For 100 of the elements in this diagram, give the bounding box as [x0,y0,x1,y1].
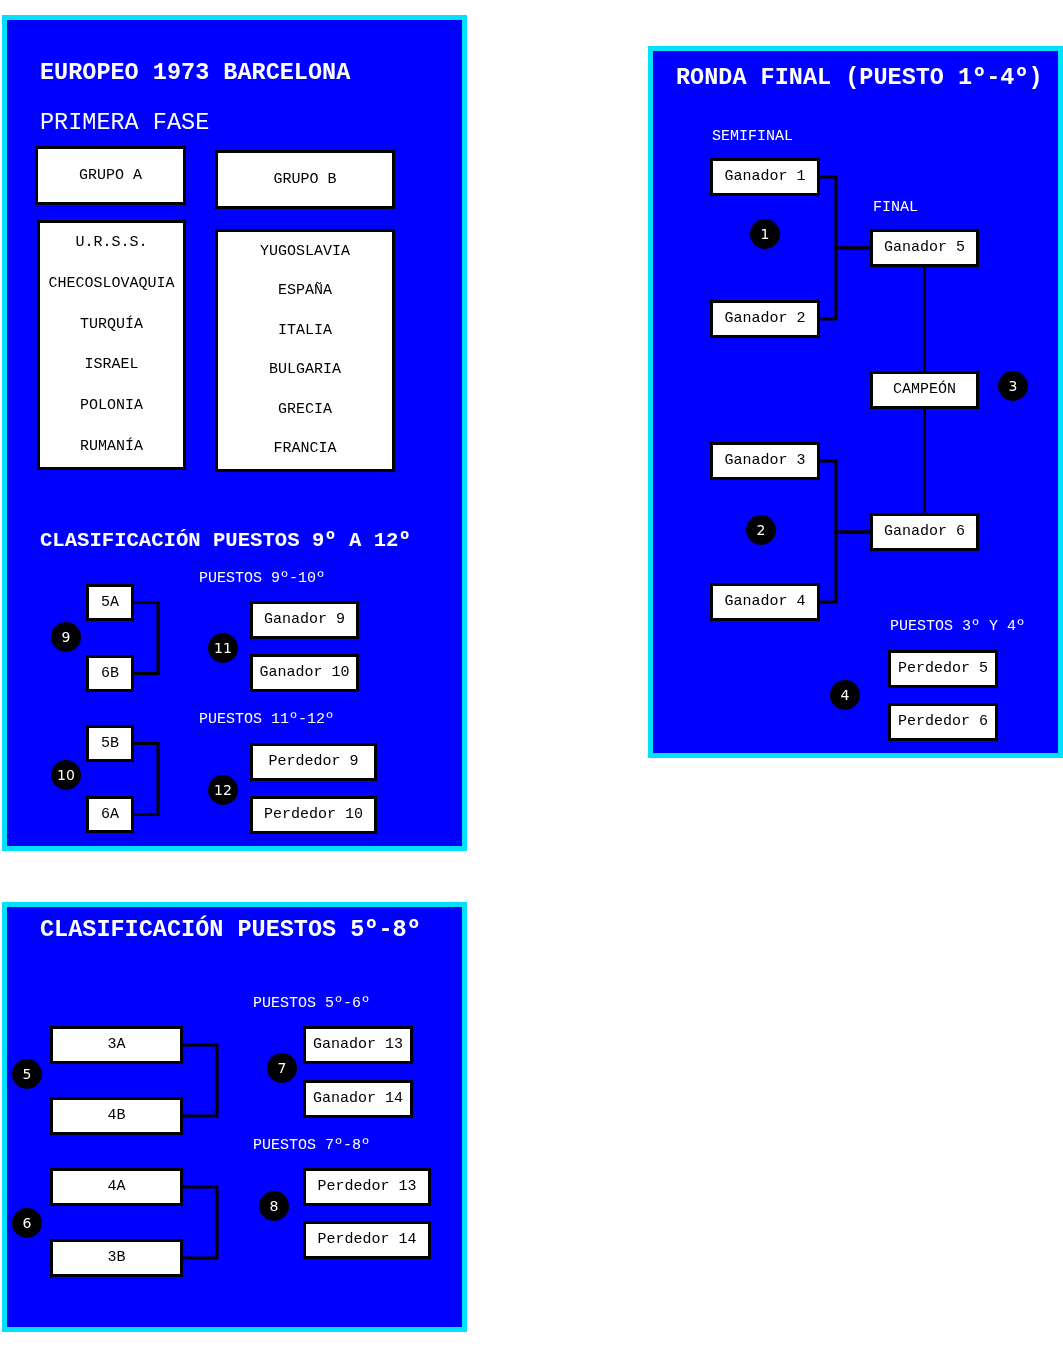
match-slot [303,1221,431,1259]
bracket-line [183,1043,219,1118]
slot-label: 5B [101,734,119,753]
bracket-panel [2,15,467,851]
match-slot [86,725,134,762]
slot-label: Ganador 6 [884,523,965,541]
match-slot [710,583,820,621]
match-number: 10 [51,760,81,790]
match-slot [870,371,979,409]
match-slot [870,513,979,551]
section-heading: CLASIFICACIÓN PUESTOS 9º A 12º [40,528,411,554]
slot-label: 3B [107,1249,126,1267]
team-name: U.R.S.S. [75,234,148,253]
team-name: RUMANÍA [80,437,143,456]
slot-label: 6B [101,664,119,683]
group-name: GRUPO A [79,166,142,185]
slot-label: CAMPEÓN [893,381,956,399]
round-label: SEMIFINAL [712,128,793,146]
slot-label: Ganador 2 [724,310,806,328]
slot-label: Perdedor 14 [317,1231,417,1249]
team-name: GRECIA [278,400,332,419]
team-name: ISRAEL [84,356,139,375]
match-slot [303,1080,413,1118]
match-number: 3 [998,371,1028,401]
slot-label: Ganador 4 [724,593,806,611]
team-name: FRANCIA [273,440,337,459]
slot-label: Perdedor 13 [317,1178,417,1196]
slot-label: 3A [107,1036,126,1054]
match-number: 8 [259,1191,289,1221]
match-slot [888,703,998,741]
round-label: PUESTOS 5º-6º [253,995,371,1013]
match-number: 2 [746,515,776,545]
match-slot [50,1168,183,1206]
match-slot [86,796,134,833]
group-card [215,150,395,209]
bracket-panel [2,902,467,1332]
team-name: CHECOSLOVAQUIA [48,275,175,293]
match-slot [710,442,820,480]
match-slot [303,1168,431,1206]
slot-label: Ganador 9 [264,611,345,629]
panel-title: CLASIFICACIÓN PUESTOS 5º-8º [40,915,421,945]
match-slot [870,229,979,267]
slot-label: Ganador 5 [884,239,965,257]
round-label: FINAL [873,199,918,217]
panel-title: RONDA FINAL (PUESTO 1º-4º) [676,63,1043,93]
team-name: BULGARIA [269,361,341,380]
bracket-line [923,267,926,371]
bracket-line [134,742,160,816]
bracket-line [820,246,870,321]
match-slot [250,743,377,781]
match-slot [50,1097,183,1135]
match-number: 6 [12,1208,42,1238]
group-name: GRUPO B [273,170,337,189]
match-slot [86,655,134,692]
match-number: 1 [750,219,780,249]
match-slot [250,654,359,692]
slot-label: 6A [101,805,119,824]
round-label: PUESTOS 3º Y 4º [890,618,1026,636]
bracket-line [820,530,870,604]
match-slot [50,1239,183,1277]
round-label: PUESTOS 9º-10º [199,570,326,588]
slot-label: Perdedor 5 [898,660,988,678]
match-slot [250,796,377,834]
team-name: YUGOSLAVIA [260,242,350,261]
slot-label: Ganador 14 [313,1090,403,1108]
panel-title: EUROPEO 1973 BARCELONA [40,58,351,88]
slot-label: Ganador 13 [313,1036,403,1054]
bracket-line [183,1185,219,1260]
match-number: 12 [208,775,238,805]
bracket-panel [648,46,1063,758]
round-label: PUESTOS 11º-12º [199,711,335,729]
round-label: PUESTOS 7º-8º [253,1137,371,1155]
slot-label: Ganador 10 [259,664,350,682]
slot-label: Ganador 3 [724,452,806,470]
phase-heading: PRIMERA FASE [40,108,210,138]
slot-label: 5A [101,593,119,612]
match-number: 4 [830,680,860,710]
team-name: POLONIA [80,396,143,415]
match-slot [710,158,820,196]
match-slot [303,1026,413,1064]
bracket-line [134,601,160,675]
match-slot [710,300,820,338]
match-slot [888,650,998,688]
slot-label: Perdedor 6 [898,713,988,731]
match-slot [250,601,359,639]
match-slot [50,1026,183,1064]
match-slot [86,584,134,621]
slot-label: Perdedor 10 [264,806,363,824]
match-number: 5 [12,1059,42,1089]
group-card [35,146,186,205]
team-list-card [37,220,186,470]
match-number: 7 [267,1053,297,1083]
match-number: 11 [208,633,238,663]
match-number: 9 [51,622,81,652]
slot-label: 4B [107,1107,126,1125]
slot-label: 4A [107,1178,126,1196]
slot-label: Ganador 1 [724,168,806,186]
team-name: ESPAÑA [278,282,332,301]
team-name: ITALIA [278,321,332,340]
slot-label: Perdedor 9 [268,753,359,771]
